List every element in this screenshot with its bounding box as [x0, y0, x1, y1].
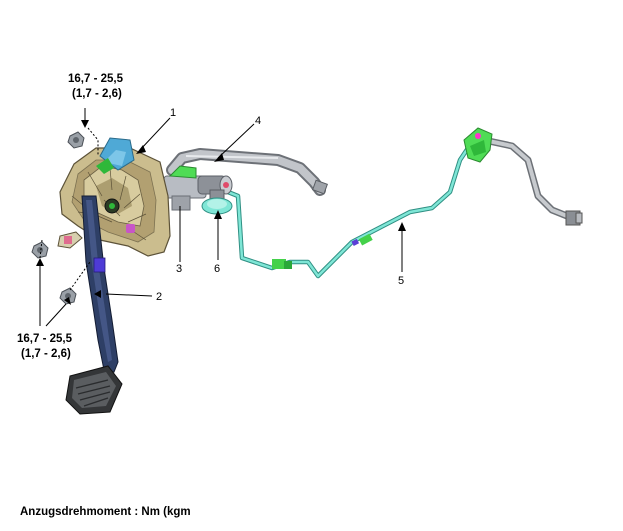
torque-top-kgm: (1,7 - 2,6) [72, 88, 122, 100]
callout-2: 2 [156, 291, 162, 303]
torque-bottom-value: 16,7 - 25,5 [17, 333, 73, 345]
callout-1: 1 [170, 107, 176, 119]
leader-lines [39, 108, 403, 327]
clutch-hydraulic-line [225, 145, 471, 279]
callout-5: 5 [398, 275, 404, 287]
callout-4: 4 [255, 115, 261, 127]
clutch-hose-right [480, 136, 583, 226]
reservoir-hose [166, 148, 328, 196]
clutch-pedal-bracket [57, 137, 171, 257]
mounting-nut-middle [31, 241, 49, 259]
clutch-pedal-arm [65, 195, 123, 415]
torque-top-value: 16,7 - 25,5 [68, 73, 124, 85]
torque-unit-note: Anzugsdrehmoment : Nm (kgm [20, 506, 191, 518]
line-mounting-bracket [463, 127, 493, 163]
leader-arrowheads [36, 120, 406, 305]
torque-bottom-kgm: (1,7 - 2,6) [21, 348, 71, 360]
callout-3: 3 [176, 263, 182, 275]
mounting-nut-top [67, 131, 85, 149]
mounting-nut-bottom [59, 287, 77, 305]
clutch-damper [201, 189, 233, 215]
callout-6: 6 [214, 263, 220, 275]
